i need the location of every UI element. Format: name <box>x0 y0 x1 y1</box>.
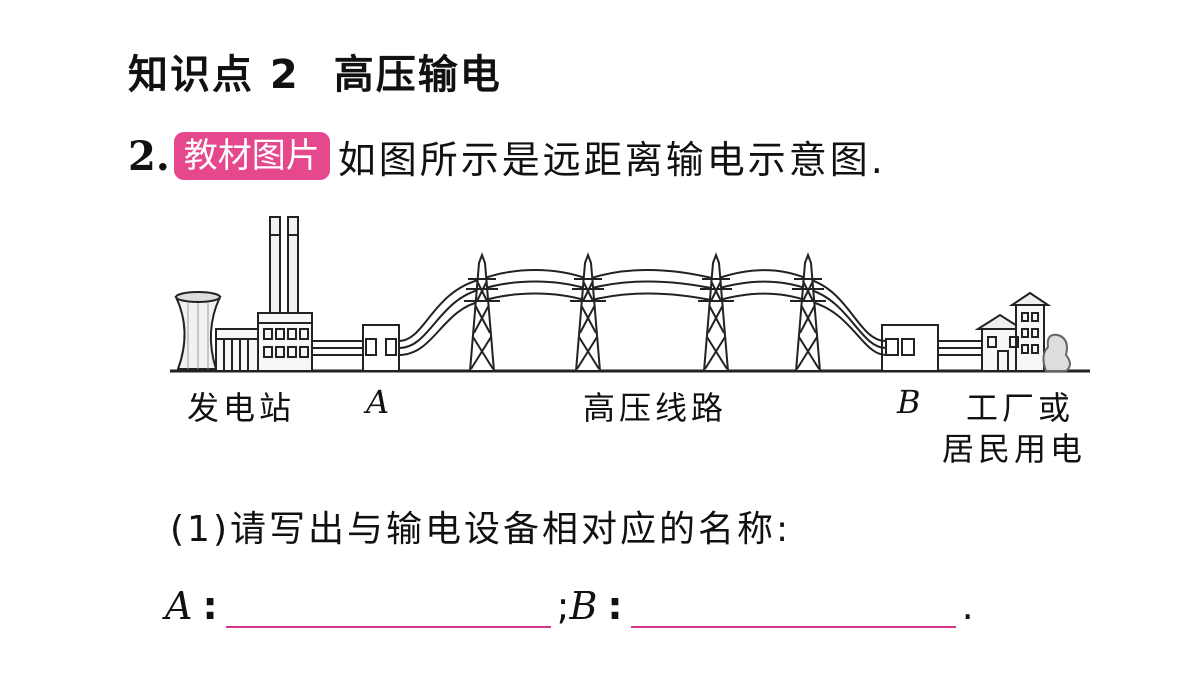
pylon <box>790 252 826 372</box>
question-line: 2. 教材图片 如图所示是远距离输电示意图. <box>128 132 886 182</box>
answer-b-blank[interactable] <box>630 582 956 628</box>
question-text: 如图所示是远距离输电示意图. <box>337 137 886 182</box>
label-user-line1: 工厂或 <box>966 389 1075 427</box>
answer-end-period: . <box>961 584 974 628</box>
answer-a-colon: : <box>202 584 218 628</box>
pylon <box>570 252 606 372</box>
high-voltage-wires <box>398 269 887 356</box>
transformer-b <box>881 324 939 372</box>
low-voltage-line-left <box>312 340 365 356</box>
question-number: 2. <box>128 132 170 180</box>
label-high-voltage-line: 高压线路 <box>583 389 728 427</box>
transmission-diagram <box>170 216 1090 373</box>
label-power-station: 发电站 <box>187 389 296 427</box>
label-user-line2: 居民用电 <box>942 430 1087 468</box>
answer-separator: ; <box>556 584 570 628</box>
low-voltage-line-right <box>938 340 982 356</box>
label-b: B <box>897 383 921 421</box>
answer-b-colon: : <box>607 584 623 628</box>
answer-a-blank[interactable] <box>225 582 551 628</box>
pylon <box>464 252 500 372</box>
heading-part2: 高压输电 <box>333 52 502 98</box>
answer-a-variable: A <box>165 584 193 628</box>
power-plant-building <box>215 312 313 372</box>
label-a: A <box>366 383 390 421</box>
cooling-tower <box>174 291 222 370</box>
transformer-a <box>362 324 400 372</box>
answer-b-variable: B <box>569 584 598 628</box>
subquestion-1: (1)请写出与输电设备相对应的名称: <box>170 509 792 550</box>
pylon <box>698 252 734 372</box>
chimneys <box>269 216 299 314</box>
section-heading: 知识点 2 高压输电 <box>128 42 502 100</box>
house <box>974 291 1071 372</box>
heading-part1: 知识点 2 <box>128 52 300 98</box>
answer-line: A : ; B : . <box>165 582 974 628</box>
textbook-image-badge: 教材图片 <box>173 132 330 180</box>
transmission-figure <box>170 205 1090 384</box>
